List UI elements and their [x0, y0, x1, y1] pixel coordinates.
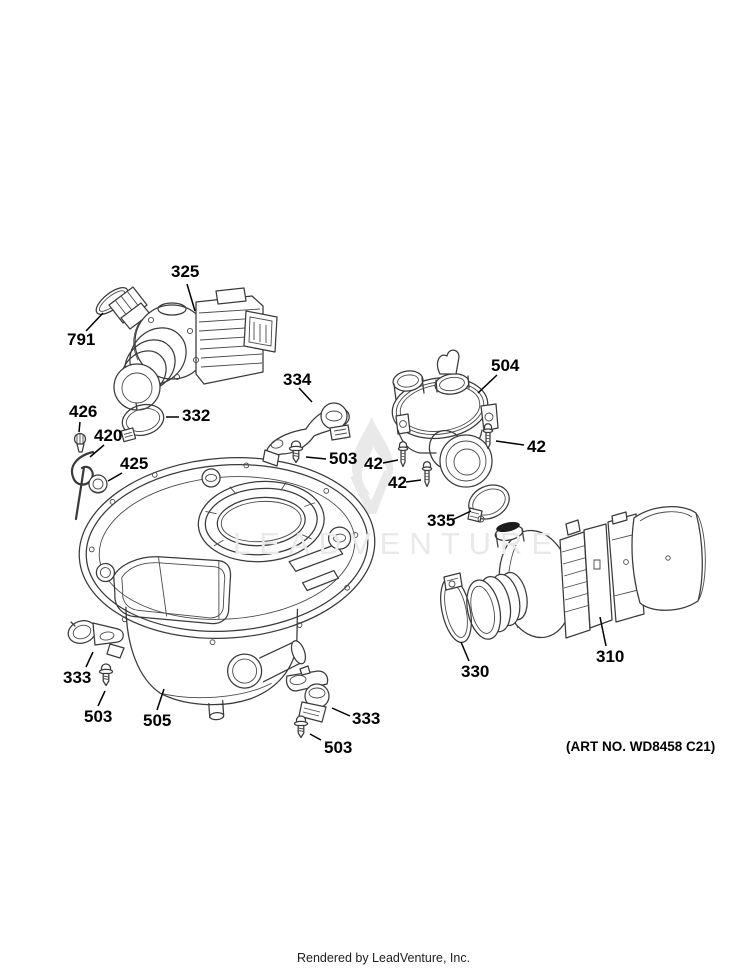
callout-330: 330: [461, 662, 490, 681]
callout-335: 335: [427, 511, 456, 530]
part-504-valve-housing: [388, 350, 498, 487]
part-503-screw-left: [98, 663, 114, 687]
part-333-bracket-right: [286, 666, 329, 722]
callout-504: 504: [491, 356, 520, 375]
part-42-screw-left-lower: [421, 461, 433, 488]
callout-42-mid: 42: [364, 454, 383, 473]
callout-426: 426: [69, 402, 98, 421]
part-310-pump-motor-assembly: [462, 507, 706, 644]
callout-505: 505: [143, 711, 172, 730]
callout-503-left: 503: [84, 707, 113, 726]
part-425-grommet: [89, 475, 107, 493]
part-505-sump-body: [73, 448, 386, 729]
callout-503-right: 503: [324, 738, 353, 757]
part-325-pump-motor-assembly: [109, 287, 277, 410]
callout-310: 310: [596, 647, 625, 666]
part-420-wire-clip: [72, 452, 93, 519]
part-334-support-bracket: [263, 403, 350, 466]
callout-42-right: 42: [527, 437, 546, 456]
part-330-hose-clamp: [435, 573, 476, 645]
part-426-pin: [75, 434, 86, 453]
callout-333-left: 333: [63, 668, 92, 687]
callout-791: 791: [67, 330, 96, 349]
callout-503-top: 503: [329, 449, 358, 468]
callout-420: 420: [94, 426, 123, 445]
part-333-bracket-left: [65, 617, 124, 658]
callout-42-low: 42: [388, 473, 407, 492]
part-335-hose-clamp: [463, 479, 515, 526]
part-42-screw-left-upper: [397, 441, 409, 468]
leader-lines: [79, 284, 606, 740]
render-credit: Rendered by LeadVenture, Inc.: [297, 951, 471, 965]
watermark-brand: LEADVENTURE: [233, 526, 562, 561]
callout-332: 332: [182, 406, 211, 425]
callout-334: 334: [283, 370, 312, 389]
callout-325: 325: [171, 262, 200, 281]
art-number-note: (ART NO. WD8458 C21): [566, 739, 716, 754]
flame-icon: [350, 417, 394, 514]
callout-425: 425: [120, 454, 149, 473]
callout-333-right: 333: [352, 709, 381, 728]
part-503-screw-right: [293, 715, 309, 739]
part-332-hose-clamp: [116, 400, 167, 442]
